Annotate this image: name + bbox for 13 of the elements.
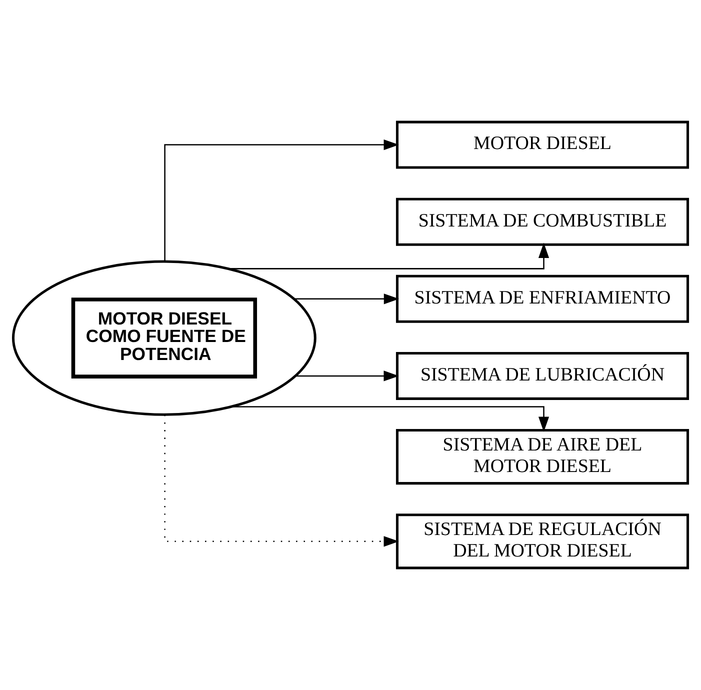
node-box: MOTOR DIESEL bbox=[396, 120, 690, 169]
arrow bbox=[294, 294, 400, 304]
node-box: SISTEMA DE AIRE DEL MOTOR DIESEL bbox=[396, 429, 690, 485]
arrow bbox=[229, 242, 550, 270]
arrow bbox=[164, 139, 399, 262]
node-box: SISTEMA DE ENFRIAMIENTO bbox=[396, 274, 690, 323]
node-ellipse: MOTOR DIESEL COMO FUENTE DE POTENCIA bbox=[12, 260, 316, 416]
node-box: SISTEMA DE REGULACIÓN DEL MOTOR DIESEL bbox=[396, 514, 690, 570]
arrow bbox=[164, 414, 399, 547]
arrow bbox=[296, 370, 399, 382]
node-box: SISTEMA DE COMBUSTIBLE bbox=[396, 198, 690, 246]
arrow bbox=[232, 406, 550, 432]
node-box: SISTEMA DE LUBRICACIÓN bbox=[396, 352, 690, 400]
